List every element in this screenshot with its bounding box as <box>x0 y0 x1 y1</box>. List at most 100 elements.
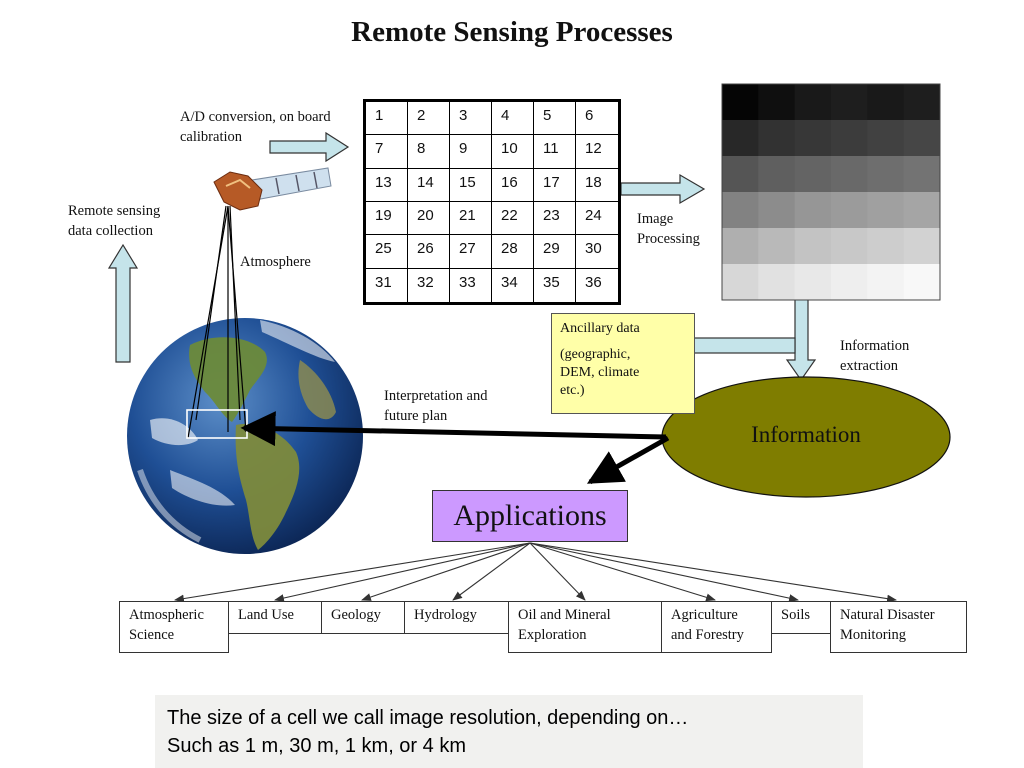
raster-pixel <box>722 192 759 229</box>
raster-pixel <box>794 264 832 301</box>
grid-cell: 19 <box>366 201 408 236</box>
image-processing-line-2: Processing <box>637 231 700 247</box>
ad-conversion-line-1: A/D conversion, on board <box>180 109 331 125</box>
ancillary-line: DEM, climate <box>560 365 640 380</box>
grid-cell: 16 <box>492 168 534 202</box>
grid-cell: 33 <box>450 268 492 302</box>
grid-cell: 28 <box>492 235 534 269</box>
ad-conversion-label: A/D conversion, on board calibration <box>180 107 331 147</box>
raster-pixel <box>722 264 759 301</box>
raster-pixel <box>794 120 832 157</box>
grid-cell: 4 <box>492 102 534 136</box>
grid-cell: 13 <box>366 168 408 202</box>
grid-cell: 31 <box>366 268 408 302</box>
raster-pixel <box>867 192 905 229</box>
raster-pixel <box>794 192 832 229</box>
image-processing-line-1: Image <box>637 211 674 227</box>
grid-cell: 5 <box>534 102 576 136</box>
category-land-use: Land Use <box>228 601 322 634</box>
grid-cell: 10 <box>492 135 534 169</box>
raster-image <box>722 84 941 301</box>
arrow-interpretation <box>240 411 667 447</box>
raster-pixel <box>758 84 796 121</box>
raster-pixel <box>867 84 905 121</box>
category-atmospheric-science: Atmospheric Science <box>119 601 229 653</box>
category-line: Soils <box>781 607 811 623</box>
raster-pixel <box>722 120 759 157</box>
interpretation-label: Interpretation and future plan <box>384 386 487 426</box>
grid-cell: 23 <box>534 201 576 236</box>
raster-pixel <box>867 264 905 301</box>
data-collection-line-2: data collection <box>68 223 153 239</box>
arrow-information-extraction <box>785 296 817 382</box>
grid-cell: 29 <box>534 235 576 269</box>
raster-pixel <box>903 84 941 121</box>
page-title: Remote Sensing Processes <box>351 16 673 48</box>
data-collection-line-1: Remote sensing <box>68 203 161 219</box>
grid-cell: 18 <box>576 169 618 202</box>
resolution-note: The size of a cell we call image resolut… <box>155 695 863 768</box>
grid-cell: 36 <box>585 273 602 291</box>
raster-pixel <box>758 228 796 265</box>
category-natural-disaster-monitoring: Natural Disaster Monitoring <box>830 601 967 653</box>
grid-cell: 17 <box>534 168 576 202</box>
grid-cell: 35 <box>534 268 576 302</box>
arrow-data-collection <box>107 243 139 363</box>
category-soils: Soils <box>771 601 831 634</box>
raster-pixel <box>903 120 941 157</box>
raster-pixel <box>722 84 759 121</box>
interpretation-line-2: future plan <box>384 408 448 424</box>
grid-cell: 15 <box>450 168 492 202</box>
raster-pixel <box>903 228 941 265</box>
grid-cell: 27 <box>450 235 492 269</box>
grid-cell: 8 <box>408 135 450 169</box>
image-processing-label: Image Processing <box>637 209 700 249</box>
grid-cell: 1 <box>366 102 408 136</box>
category-line: Exploration <box>518 627 587 643</box>
category-line: Geology <box>331 607 381 623</box>
information-extraction-label: Information extraction <box>840 336 909 376</box>
grid-cell: 9 <box>450 135 492 169</box>
ancillary-line: etc.) <box>560 383 585 398</box>
grid-cell: 12 <box>576 135 618 169</box>
raster-pixel <box>758 156 796 193</box>
grid-cell: 11 <box>534 135 576 169</box>
raster-pixel <box>831 192 868 229</box>
earth-globe <box>127 318 363 554</box>
raster-pixel <box>831 84 868 121</box>
category-line: Monitoring <box>840 627 907 643</box>
grid-cell: 6 <box>576 102 618 136</box>
category-oil-mineral-exploration: Oil and Mineral Exploration <box>508 601 662 653</box>
category-geology: Geology <box>321 601 405 634</box>
category-line: Atmospheric <box>129 607 204 623</box>
raster-pixel <box>867 156 905 193</box>
raster-pixel <box>758 120 796 157</box>
ancillary-connector <box>693 337 796 354</box>
category-line: Oil and Mineral <box>518 607 611 623</box>
raster-pixel <box>794 156 832 193</box>
pixel-grid: 1 2 3 4 5 6 7 8 9 10 11 12 13 14 15 16 1… <box>363 99 621 305</box>
grid-cell: 3 <box>450 102 492 136</box>
grid-cell: 26 <box>408 235 450 269</box>
information-extraction-line-2: extraction <box>840 358 898 374</box>
grid-cell: 20 <box>408 201 450 236</box>
arrow-to-applications <box>586 435 670 485</box>
raster-pixel <box>758 264 796 301</box>
grid-cell: 7 <box>366 135 408 169</box>
raster-pixel <box>722 156 759 193</box>
note-line-1: The size of a cell we call image resolut… <box>167 707 689 729</box>
category-line: Natural Disaster <box>840 607 935 623</box>
raster-pixel <box>831 120 868 157</box>
raster-pixel <box>903 192 941 229</box>
grid-cell: 2 <box>408 102 450 136</box>
applications-box: Applications <box>432 490 628 542</box>
ancillary-line: (geographic, <box>560 347 631 362</box>
raster-pixel <box>831 264 868 301</box>
information-extraction-line-1: Information <box>840 338 910 354</box>
information-label: Information <box>751 422 861 447</box>
category-line: Agriculture <box>671 607 738 623</box>
raster-pixel <box>794 84 832 121</box>
note-line-2: Such as 1 m, 30 m, 1 km, or 4 km <box>167 735 466 757</box>
category-agriculture-forestry: Agriculture and Forestry <box>661 601 772 653</box>
